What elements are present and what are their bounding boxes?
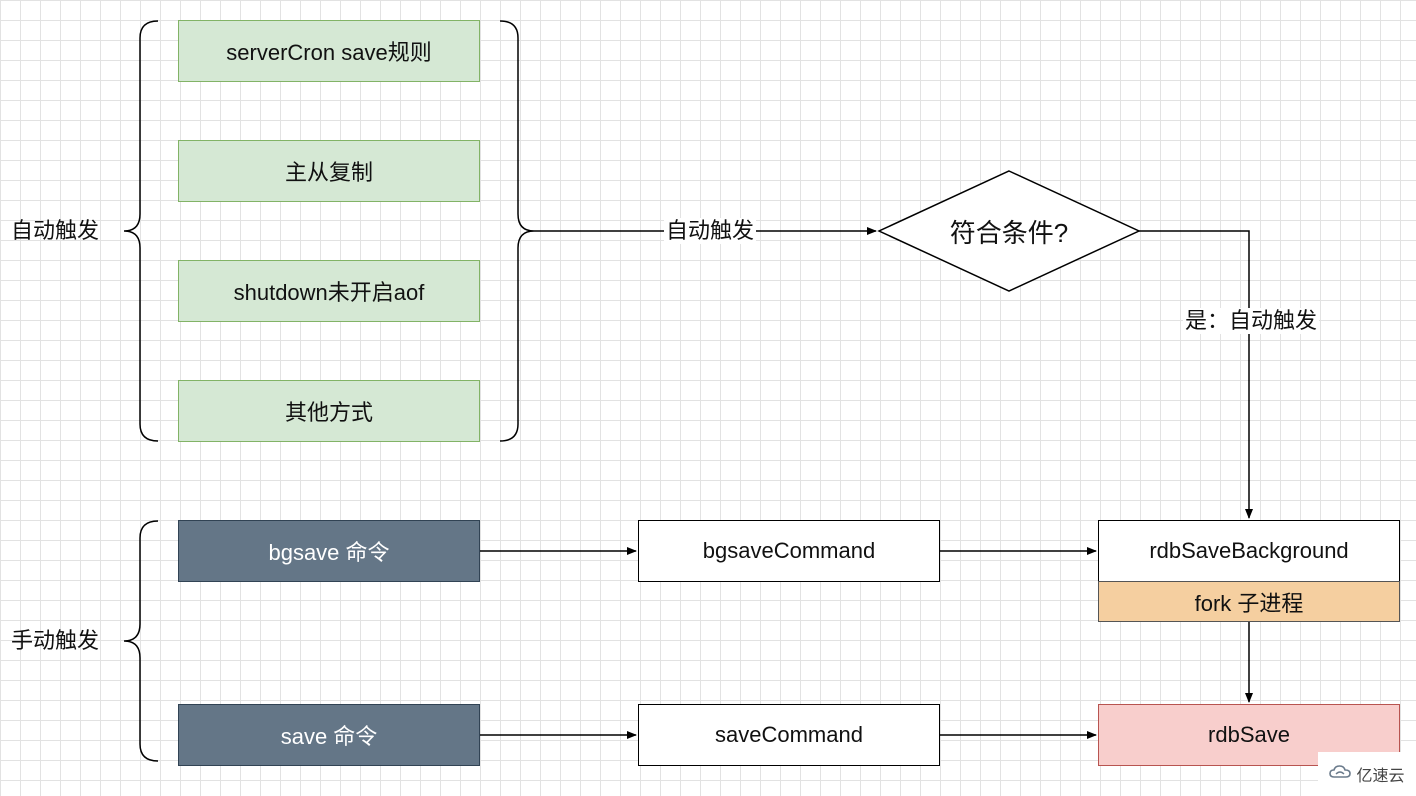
rdbsavebackground-node: rdbSaveBackground [1098, 520, 1400, 582]
servercron-save-rule-node: serverCron save规则 [178, 20, 480, 82]
auto-trigger-group-label: 自动触发 [11, 218, 100, 243]
manual-left-brace [123, 520, 159, 762]
bgsavecommand-function-node: bgsaveCommand [638, 520, 940, 582]
auto-left-brace [123, 20, 159, 442]
savecommand-function-node: saveCommand [638, 704, 940, 766]
bgsave-command-node: bgsave 命令 [178, 520, 480, 582]
fork-child-process-node: fork 子进程 [1098, 581, 1400, 622]
decision-to-background-edge [1139, 230, 1253, 519]
yes-auto-trigger-edge-label: 是：自动触发 [1183, 308, 1320, 334]
save-command-node: save 命令 [178, 704, 480, 766]
watermark-text: 亿速云 [1356, 768, 1405, 785]
auto-trigger-edge-label: 自动触发 [664, 218, 757, 244]
auto-right-brace [499, 20, 535, 442]
manual-trigger-group-label: 手动触发 [11, 628, 100, 653]
decision-diamond [877, 170, 1141, 292]
decision-label: 符合条件? [949, 217, 1069, 248]
watermark: 亿速云 [1318, 752, 1416, 796]
cloud-logo-icon [1329, 764, 1352, 785]
master-slave-replication-node: 主从复制 [178, 140, 480, 202]
other-methods-node: 其他方式 [178, 380, 480, 442]
shutdown-without-aof-node: shutdown未开启aof [178, 260, 480, 322]
